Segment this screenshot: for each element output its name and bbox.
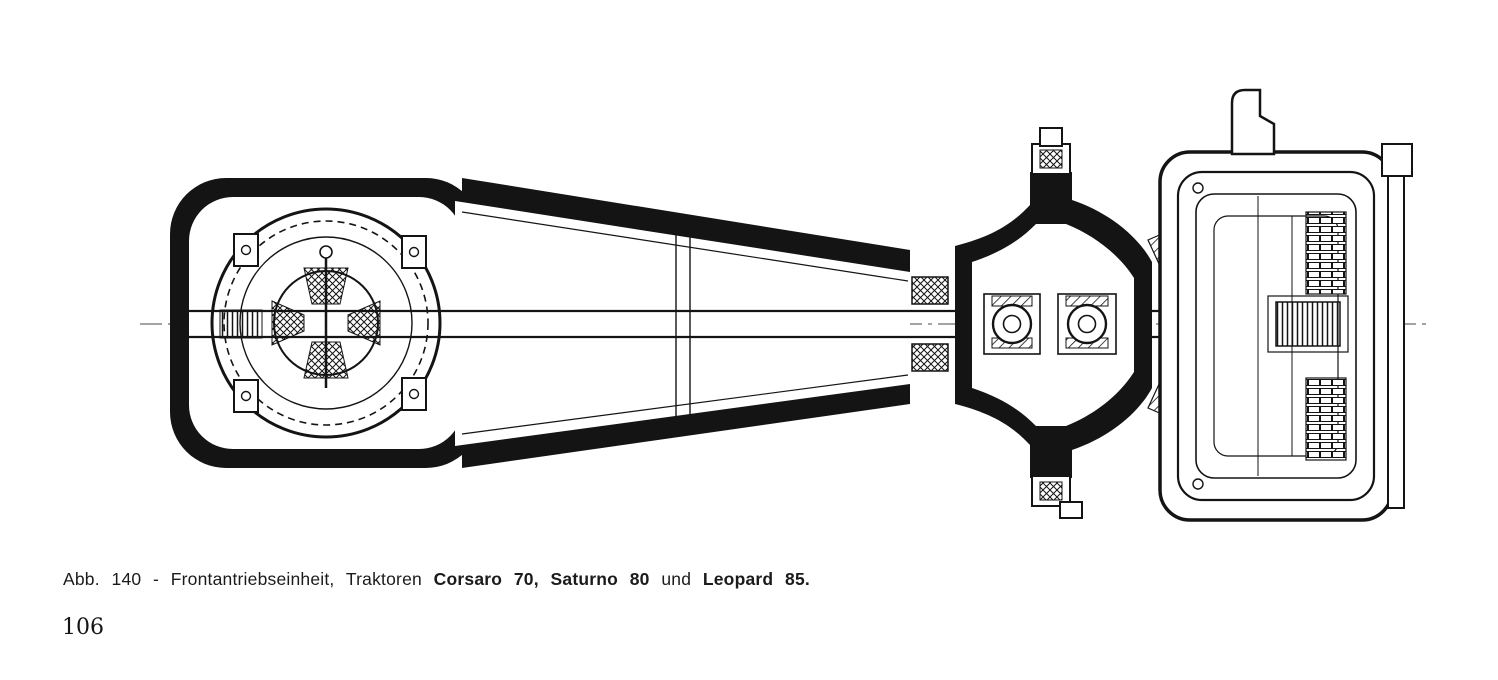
differential-assembly (210, 207, 442, 439)
caption-text-regular-1: Abb. 140 - Frontantriebseinheit, Traktor… (63, 569, 422, 589)
caption-tractor-models-1: Corsaro 70, Saturno 80 (433, 569, 650, 589)
caption-text-regular-2: und (661, 569, 692, 589)
page-number: 106 (62, 615, 104, 640)
bevel-joint-housing (955, 127, 1152, 519)
shaft-bearings (911, 276, 949, 372)
caption-tractor-models-2: Leopard 85. (702, 569, 810, 589)
universal-joint (983, 293, 1117, 355)
figure-caption: Abb. 140 - Frontantriebseinheit, Traktor… (63, 569, 810, 590)
axle-tube (455, 178, 910, 468)
hub-reduction-assembly (1147, 88, 1413, 522)
